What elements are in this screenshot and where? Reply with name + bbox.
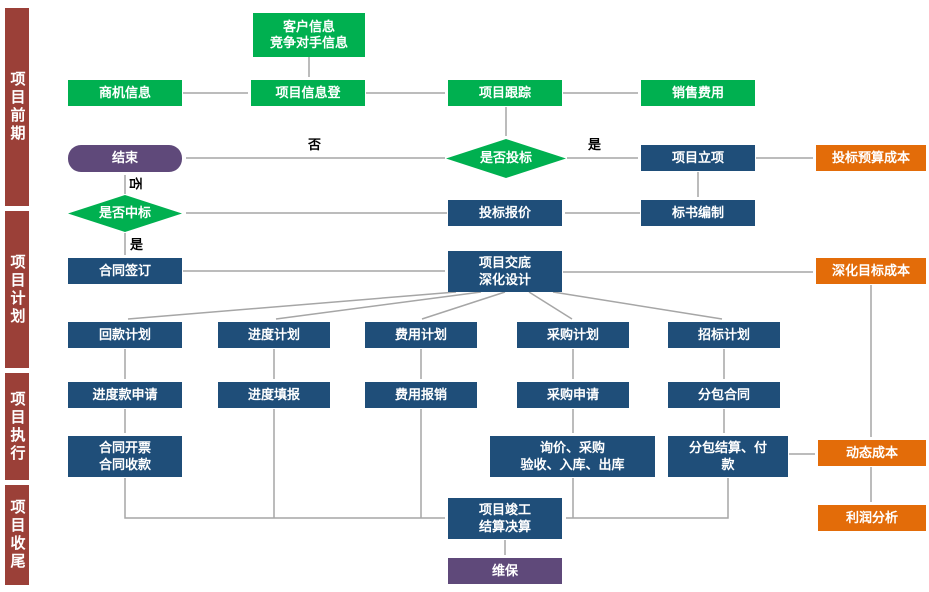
node-subcontract-settlement: 分包结算、付 款 bbox=[668, 436, 788, 477]
node-purchase-request: 采购申请 bbox=[517, 382, 629, 408]
node-expense-reimbursement: 费用报销 bbox=[365, 382, 477, 408]
node-expense-plan: 费用计划 bbox=[365, 322, 477, 348]
node-customer-info: 客户信息 竞争对手信息 bbox=[253, 13, 365, 57]
node-project-completion: 项目竣工 结算决算 bbox=[448, 498, 562, 539]
edge-invoicecollection-completion bbox=[124, 478, 445, 519]
node-bid-quote: 投标报价 bbox=[448, 200, 562, 226]
branch-label-bid-no: 否 bbox=[308, 137, 322, 152]
node-dynamic-cost: 动态成本 bbox=[818, 440, 926, 466]
node-sales-expense: 销售费用 bbox=[641, 80, 755, 106]
node-progress-reporting: 进度填报 bbox=[218, 382, 330, 408]
edge-handover-procurementplan bbox=[528, 291, 573, 320]
edge-handover-expenseplan bbox=[421, 291, 506, 320]
branch-label-win-yes: 是 bbox=[130, 237, 144, 252]
node-inquiry-purchase-warehouse: 询价、采购 验收、入库、出库 bbox=[490, 436, 655, 477]
node-invoice-collection: 合同开票 合同收款 bbox=[68, 436, 182, 477]
node-project-approval: 项目立项 bbox=[641, 145, 755, 171]
edge-handover-scheduleplan bbox=[275, 291, 482, 320]
node-payment-plan: 回款计划 bbox=[68, 322, 182, 348]
node-schedule-plan: 进度计划 bbox=[218, 322, 330, 348]
phase-bar-planning: 项目计划 bbox=[5, 211, 29, 368]
phase-bar-closing: 项目收尾 bbox=[5, 485, 29, 585]
node-project-handover: 项目交底 深化设计 bbox=[448, 251, 562, 292]
branch-label-win-no: 否 bbox=[128, 176, 144, 191]
edge-handover-tenderplan bbox=[552, 291, 723, 320]
node-bid-budget-cost: 投标预算成本 bbox=[816, 145, 926, 171]
node-target-cost: 深化目标成本 bbox=[816, 258, 926, 284]
node-end: 结束 bbox=[68, 145, 182, 172]
edge-handover-paymentplan bbox=[127, 291, 457, 320]
node-project-register: 项目信息登 bbox=[251, 80, 365, 106]
node-progress-payment-request: 进度款申请 bbox=[68, 382, 182, 408]
node-win-decision: 是否中标 bbox=[68, 195, 182, 232]
node-opportunity-info: 商机信息 bbox=[68, 80, 182, 106]
node-subcontract-contract: 分包合同 bbox=[668, 382, 780, 408]
node-bid-decision: 是否投标 bbox=[446, 139, 566, 178]
node-contract-signing: 合同签订 bbox=[68, 258, 182, 284]
node-tender-plan: 招标计划 bbox=[668, 322, 780, 348]
node-project-tracking: 项目跟踪 bbox=[448, 80, 562, 106]
phase-bar-presales: 项目前期 bbox=[5, 8, 29, 206]
node-maintenance: 维保 bbox=[448, 558, 562, 584]
node-profit-analysis: 利润分析 bbox=[818, 505, 926, 531]
node-procurement-plan: 采购计划 bbox=[517, 322, 629, 348]
node-bid-preparation: 标书编制 bbox=[641, 200, 755, 226]
branch-label-bid-yes: 是 bbox=[588, 137, 602, 152]
edge-settlement-completion bbox=[566, 478, 729, 519]
phase-bar-execution: 项目执行 bbox=[5, 373, 29, 480]
